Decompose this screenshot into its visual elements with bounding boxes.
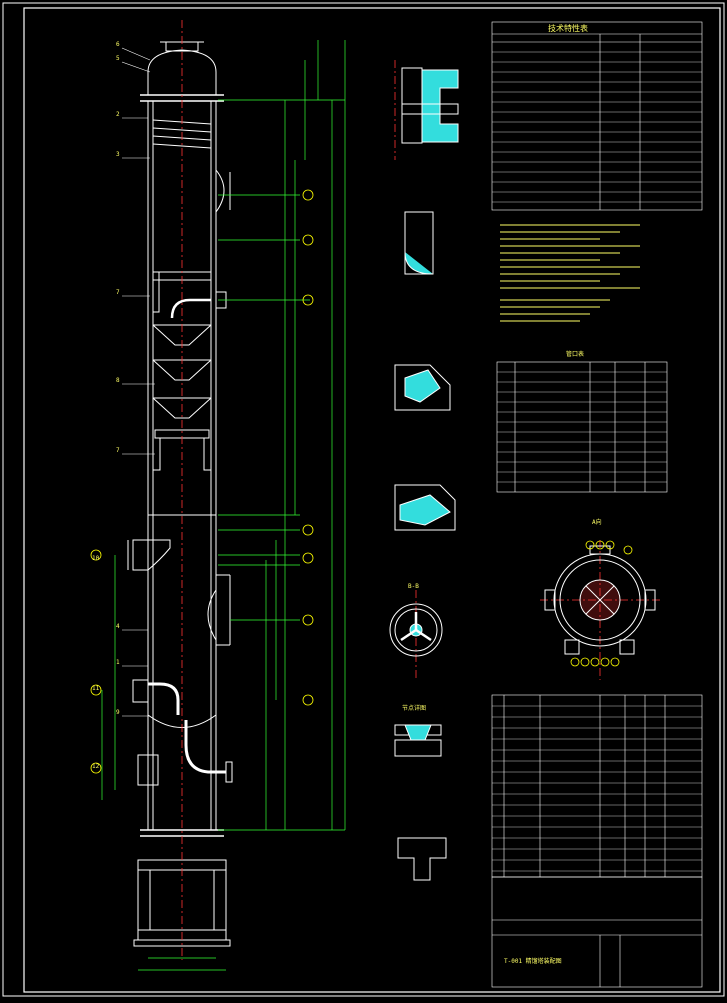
part-callout-label: 3 — [116, 151, 120, 158]
left-callout-labels: 6 5 2 3 7 8 7 4 1 9 10 11 12 — [92, 41, 120, 770]
section-bb-label: B-B — [408, 583, 419, 590]
nozzle-table — [496, 361, 668, 493]
table-rows — [492, 51, 702, 872]
detail-views — [389, 67, 459, 881]
title-block — [491, 876, 703, 988]
part-callout-label: 2 — [116, 111, 120, 118]
leader-lines — [121, 47, 155, 717]
title-block-caption: T-001 精馏塔装配图 — [504, 957, 562, 965]
view-a-label: A向 — [592, 518, 602, 526]
inner-frame — [23, 7, 721, 993]
part-callout-label: 7 — [116, 447, 120, 454]
part-callout-label: 4 — [116, 623, 120, 630]
centerlines — [181, 20, 660, 960]
technical-notes — [500, 224, 640, 322]
nozzle-table-title: 管口表 — [566, 350, 584, 358]
part-callout-label: 11 — [92, 685, 100, 692]
parts-list — [491, 694, 703, 878]
part-callout-label: 9 — [116, 709, 120, 716]
part-callout-label: 12 — [92, 763, 100, 770]
view-a-callouts — [570, 540, 633, 667]
part-callout-label: 5 — [116, 55, 120, 62]
column-elevation — [127, 41, 233, 947]
part-callout-label: 6 — [116, 41, 120, 48]
tech-table-title: 技术特性表 — [548, 23, 588, 33]
part-callout-label: 7 — [116, 289, 120, 296]
part-callout-label: 10 — [92, 555, 100, 562]
part-callout-label: 8 — [116, 377, 120, 384]
view-a — [544, 545, 656, 655]
nozzle-callouts — [90, 189, 314, 774]
part-callout-label: 1 — [116, 659, 120, 666]
detail-caption: 节点详图 — [402, 704, 426, 712]
dimension-lines — [101, 40, 346, 971]
